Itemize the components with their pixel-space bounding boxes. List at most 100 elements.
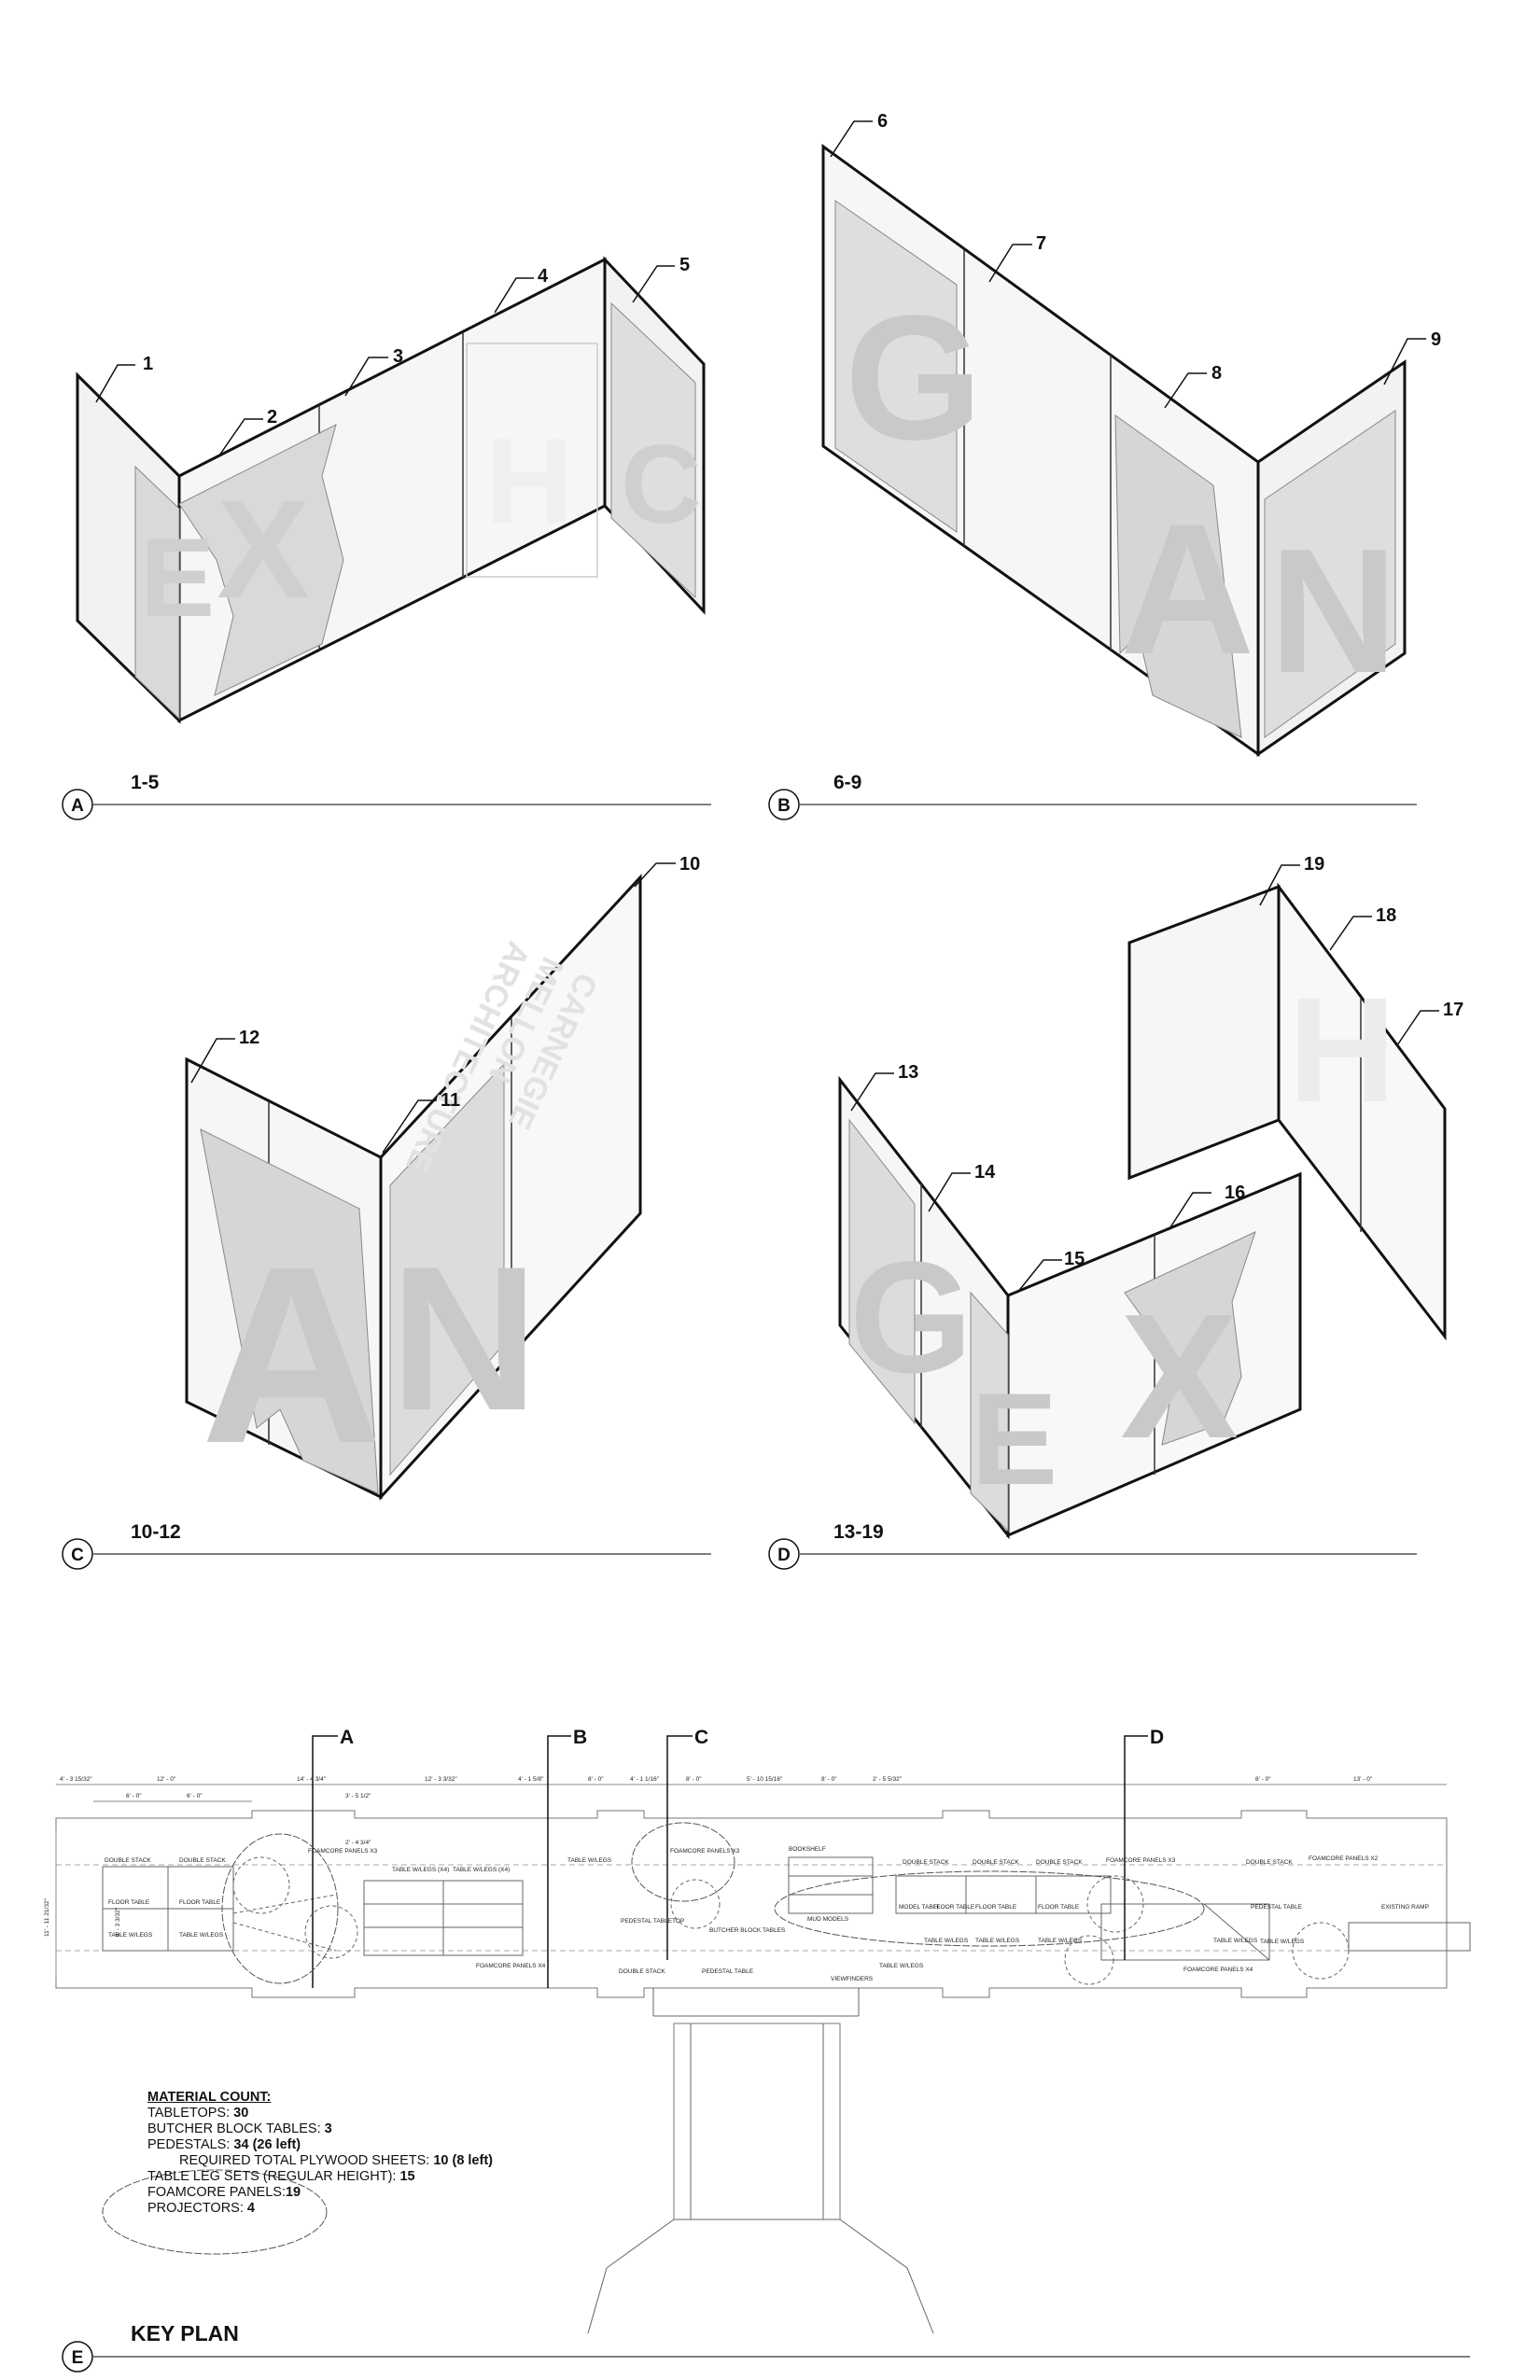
callout-12: 12 xyxy=(239,1028,259,1048)
plan-dimensions: 4' - 3 15/32" 12' - 0" 14' - 4 3/4" 12' … xyxy=(60,1776,1373,1846)
svg-text:FLOOR TABLE: FLOOR TABLE xyxy=(108,1899,150,1906)
callout-16: 16 xyxy=(1225,1183,1245,1203)
svg-text:TABLE W/LEGS: TABLE W/LEGS xyxy=(179,1932,224,1939)
view-c-isometric: A N CARNEGIE MELLON ARCHITECTURE 10 11 1… xyxy=(185,854,700,1501)
panel-letter-b-a: A xyxy=(1120,485,1254,693)
view-d-isometric: G E X H 13 14 15 16 17 18 19 xyxy=(838,854,1463,1540)
svg-text:TABLE W/LEGS: TABLE W/LEGS xyxy=(879,1963,924,1969)
svg-text:12' - 0": 12' - 0" xyxy=(157,1776,176,1783)
material-row-pedestals: PEDESTALS: 34 (26 left) xyxy=(147,2137,301,2152)
callout-8: 8 xyxy=(1211,363,1222,384)
plan-item-labels: DOUBLE STACK DOUBLE STACK FLOOR TABLE FL… xyxy=(105,1846,1429,1982)
svg-text:DOUBLE STACK: DOUBLE STACK xyxy=(105,1857,151,1864)
svg-text:11' - 11 21/32": 11' - 11 21/32" xyxy=(44,1897,50,1937)
material-row-projectors: PROJECTORS: 4 xyxy=(147,2201,255,2216)
plan-marker-a: A xyxy=(340,1727,354,1748)
svg-text:DOUBLE STACK: DOUBLE STACK xyxy=(1246,1859,1293,1866)
callout-15: 15 xyxy=(1064,1249,1085,1269)
svg-text:DOUBLE STACK: DOUBLE STACK xyxy=(903,1859,949,1866)
svg-text:BUTCHER BLOCK TABLES: BUTCHER BLOCK TABLES xyxy=(709,1927,786,1934)
plan-marker-b: B xyxy=(573,1727,587,1748)
svg-text:1-5: 1-5 xyxy=(131,772,160,793)
callout-14: 14 xyxy=(974,1162,996,1183)
svg-text:3' - 5 1/2": 3' - 5 1/2" xyxy=(345,1793,371,1799)
svg-text:EXISTING RAMP: EXISTING RAMP xyxy=(1381,1904,1429,1911)
view-title-e: E KEY PLAN xyxy=(62,2321,1470,2373)
callout-11: 11 xyxy=(441,1090,460,1111)
material-row-butcher-block: BUTCHER BLOCK TABLES: 3 xyxy=(147,2121,332,2136)
material-row-tabletops: TABLETOPS: 30 xyxy=(147,2106,249,2121)
callout-18: 18 xyxy=(1376,905,1396,926)
svg-text:PEDESTAL TABLE: PEDESTAL TABLE xyxy=(1251,1904,1303,1911)
material-row-foamcore: FOAMCORE PANELS:19 xyxy=(147,2185,301,2200)
svg-text:4' - 1 1/16": 4' - 1 1/16" xyxy=(630,1776,660,1783)
svg-text:C: C xyxy=(71,1546,84,1565)
svg-text:B: B xyxy=(777,796,791,816)
svg-text:TABLE W/LEGS: TABLE W/LEGS xyxy=(1213,1938,1258,1944)
svg-text:MODEL TABLE: MODEL TABLE xyxy=(899,1904,941,1911)
panel-letter-a-h: H xyxy=(485,413,573,549)
svg-text:12' - 3 3/32": 12' - 3 3/32" xyxy=(425,1776,457,1783)
svg-text:MUD MODELS: MUD MODELS xyxy=(807,1916,849,1923)
svg-text:TABLE W/LEGS: TABLE W/LEGS xyxy=(108,1932,153,1939)
material-count-heading: MATERIAL COUNT: xyxy=(147,2090,272,2105)
svg-text:10-12: 10-12 xyxy=(131,1521,181,1543)
plan-marker-d: D xyxy=(1150,1727,1164,1748)
view-b-isometric: G A N 6 7 8 9 xyxy=(821,111,1441,757)
svg-text:FOAMCORE PANELS X3: FOAMCORE PANELS X3 xyxy=(1106,1857,1176,1864)
view-title-a: A 1-5 xyxy=(62,772,711,820)
svg-text:TABLE W/LEGS: TABLE W/LEGS xyxy=(975,1938,1020,1944)
svg-text:VIEWFINDERS: VIEWFINDERS xyxy=(831,1976,874,1982)
svg-text:13-19: 13-19 xyxy=(833,1521,884,1543)
svg-text:PEDESTAL TABLETOP: PEDESTAL TABLETOP xyxy=(621,1918,684,1925)
plan-left-dim: 11' - 11 21/32" xyxy=(44,1897,50,1937)
svg-text:8' - 0": 8' - 0" xyxy=(588,1776,604,1783)
callout-7: 7 xyxy=(1036,233,1046,254)
svg-text:DOUBLE STACK: DOUBLE STACK xyxy=(179,1857,226,1864)
svg-text:4' - 3 15/32": 4' - 3 15/32" xyxy=(60,1776,92,1783)
panel-letter-d-g: G xyxy=(849,1229,973,1407)
svg-text:DOUBLE STACK: DOUBLE STACK xyxy=(1036,1859,1083,1866)
panel-letter-d-h: H xyxy=(1288,966,1396,1133)
callout-2: 2 xyxy=(267,407,277,427)
svg-text:8' - 0": 8' - 0" xyxy=(821,1776,837,1783)
svg-text:FLOOR TABLE: FLOOR TABLE xyxy=(179,1899,221,1906)
panel-letter-c-a: A xyxy=(201,1215,383,1496)
svg-text:5' - 10 15/16": 5' - 10 15/16" xyxy=(747,1776,783,1783)
panel-letter-b-n: N xyxy=(1269,512,1397,710)
view-a-isometric: E X H C 1 2 3 4 5 xyxy=(76,255,706,724)
key-plan-title: KEY PLAN xyxy=(131,2321,239,2345)
svg-text:E: E xyxy=(72,2348,84,2368)
callout-4: 4 xyxy=(538,266,549,287)
panel-letter-b-g: G xyxy=(845,279,983,477)
svg-text:8' - 0": 8' - 0" xyxy=(1255,1776,1271,1783)
svg-text:FOAMCORE PANELS X4: FOAMCORE PANELS X4 xyxy=(476,1963,546,1969)
callout-5: 5 xyxy=(679,255,690,275)
svg-text:14' - 4 3/4": 14' - 4 3/4" xyxy=(297,1776,327,1783)
key-plan xyxy=(55,1735,1471,2334)
svg-text:13' - 0": 13' - 0" xyxy=(1353,1776,1373,1783)
svg-text:TABLE W/LEGS (X4): TABLE W/LEGS (X4) xyxy=(453,1867,510,1873)
callout-13: 13 xyxy=(898,1062,918,1083)
svg-text:D: D xyxy=(777,1546,791,1565)
callout-10: 10 xyxy=(679,854,700,875)
svg-text:2' - 4 3/4": 2' - 4 3/4" xyxy=(345,1840,371,1846)
svg-text:BOOKSHELF: BOOKSHELF xyxy=(789,1846,826,1853)
svg-text:FOAMCORE PANELS X3: FOAMCORE PANELS X3 xyxy=(308,1848,378,1855)
svg-text:FLOOR TABLE: FLOOR TABLE xyxy=(933,1904,975,1911)
panel-letter-d-x: X xyxy=(1120,1278,1239,1476)
svg-text:FOAMCORE PANELS X4: FOAMCORE PANELS X4 xyxy=(1183,1967,1253,1973)
callout-3: 3 xyxy=(393,346,403,367)
material-count: MATERIAL COUNT: TABLETOPS: 30 BUTCHER BL… xyxy=(147,2090,493,2217)
svg-text:4' - 3 3/32": 4' - 3 3/32" xyxy=(115,1907,121,1937)
svg-text:6' - 0": 6' - 0" xyxy=(187,1793,203,1799)
callout-9: 9 xyxy=(1431,329,1441,350)
svg-text:4' - 1 5/8": 4' - 1 5/8" xyxy=(518,1776,544,1783)
callout-1: 1 xyxy=(143,354,153,374)
svg-text:DOUBLE STACK: DOUBLE STACK xyxy=(619,1968,665,1975)
material-row-table-legs: TABLE LEG SETS (REGULAR HEIGHT): 15 xyxy=(147,2169,415,2184)
plan-marker-c: C xyxy=(694,1727,708,1748)
view-title-c: C 10-12 xyxy=(62,1521,711,1570)
svg-text:2' - 5 5/32": 2' - 5 5/32" xyxy=(873,1776,903,1783)
svg-text:8' - 0": 8' - 0" xyxy=(686,1776,702,1783)
